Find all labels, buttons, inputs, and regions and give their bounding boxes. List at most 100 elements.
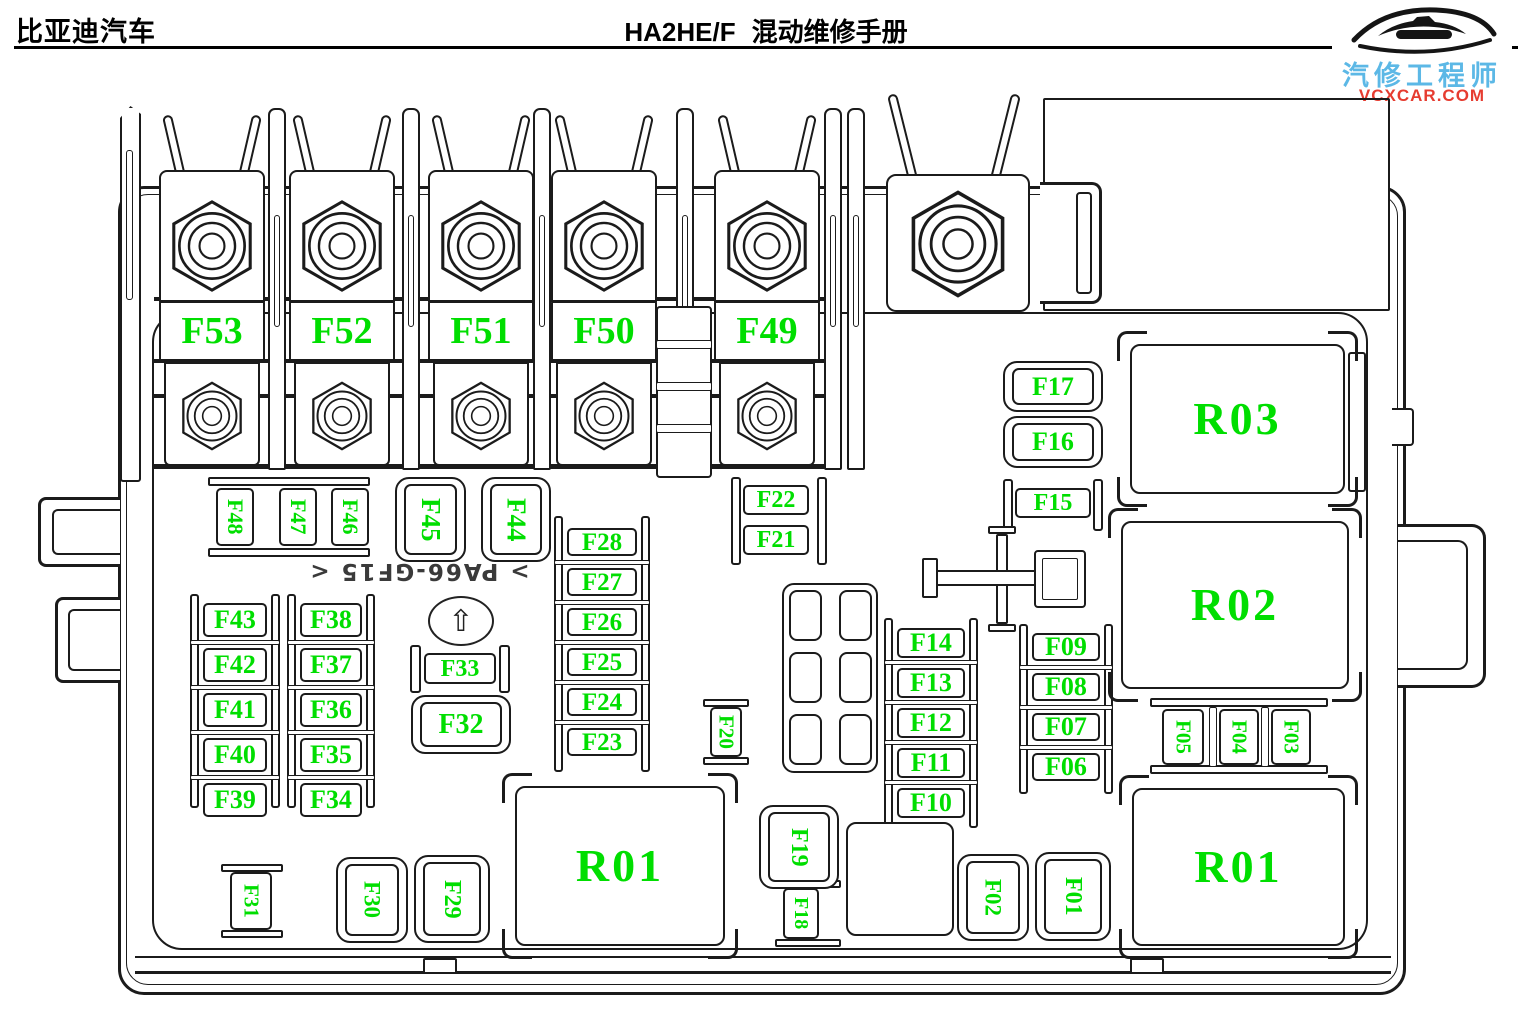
fuse-rail xyxy=(221,930,283,938)
fuse-rail-rung xyxy=(287,730,375,735)
bolt-terminal-icon xyxy=(574,381,634,451)
relay-corner-bracket xyxy=(1328,477,1358,507)
connector-hole xyxy=(789,590,822,641)
relay-R01_right: R01 xyxy=(1132,788,1345,946)
fuse-prong xyxy=(630,114,655,175)
fuse-rail xyxy=(410,645,421,693)
fuse-rail xyxy=(1150,698,1328,707)
fuse-F50: F50 xyxy=(551,301,657,361)
fuse-rail xyxy=(1209,707,1217,767)
case-foot xyxy=(1130,958,1164,974)
fuse-F36: F36 xyxy=(300,693,362,727)
fuse-rail xyxy=(1093,479,1103,531)
fuse-F44: F44 xyxy=(490,484,542,555)
bolt-terminal-icon xyxy=(441,200,521,292)
bolt-terminal-icon xyxy=(172,200,252,292)
fuse-rail-rung xyxy=(554,640,650,645)
bottom-line xyxy=(135,956,1391,958)
fuse-rail-rung xyxy=(884,660,978,665)
fuse-F29: F29 xyxy=(423,862,481,936)
solenoid-valve-body-inner xyxy=(1042,558,1078,600)
site-logo: 汽修工程师 VCXCAR.COM xyxy=(1322,0,1522,112)
fuse-F26: F26 xyxy=(567,608,637,636)
fuse-rail-rung xyxy=(190,730,280,735)
fuse-rail-rung xyxy=(884,780,978,785)
fuse-prong xyxy=(793,114,818,175)
fuse-rail xyxy=(884,618,893,828)
fuse-F11: F11 xyxy=(897,748,965,778)
connector-hole xyxy=(839,714,872,765)
fuse-prong xyxy=(430,114,455,175)
car-logo-icon xyxy=(1332,7,1512,54)
fuse-F53: F53 xyxy=(159,301,265,361)
fuse-F45: F45 xyxy=(404,484,457,555)
bolt-terminal-icon xyxy=(727,200,807,292)
terminal-bracket-bar xyxy=(1076,192,1092,294)
fuse-F19: F19 xyxy=(768,812,830,882)
empty-socket xyxy=(846,822,954,936)
fuse-F37: F37 xyxy=(300,648,362,682)
connector-strip-slot xyxy=(830,215,836,327)
connector-hole xyxy=(789,652,822,703)
mounting-tab-right-inner xyxy=(1398,540,1468,670)
fuse-prong xyxy=(291,114,316,175)
connector-strip-slot xyxy=(853,215,859,327)
fuse-F06: F06 xyxy=(1032,753,1100,781)
fuse-rail xyxy=(703,757,749,765)
fuse-prong xyxy=(553,114,578,175)
solenoid-valve-cap xyxy=(988,526,1016,534)
fuse-rail xyxy=(775,939,841,947)
relay-corner-bracket xyxy=(708,773,738,803)
fuse-rail xyxy=(221,864,283,872)
bolt-terminal-icon xyxy=(564,200,644,292)
solenoid-valve-end xyxy=(922,558,938,598)
fuse-rail-rung xyxy=(190,640,280,645)
fuse-F49: F49 xyxy=(714,301,820,361)
fuse-F43: F43 xyxy=(203,603,267,637)
case-top-cover-patch xyxy=(1046,178,1388,202)
fuse-F32: F32 xyxy=(420,702,502,747)
logo-site-text: VCXCAR.COM xyxy=(1358,86,1486,105)
fuse-F48: F48 xyxy=(216,488,254,546)
relay-R02: R02 xyxy=(1121,521,1349,689)
fuse-rail-rung xyxy=(884,700,978,705)
fuse-rail xyxy=(208,477,370,486)
fuse-rail-rung xyxy=(190,685,280,690)
fuse-F09: F09 xyxy=(1032,633,1100,661)
case-foot xyxy=(423,958,457,974)
mounting-step-right xyxy=(1392,408,1414,446)
fuse-rail xyxy=(208,548,370,557)
fuse-F40: F40 xyxy=(203,738,267,772)
logo-brand-text: 汽修工程师 xyxy=(1342,61,1502,91)
fuse-rail xyxy=(969,618,978,828)
connector-hole xyxy=(789,714,822,765)
fuse-rail-rung xyxy=(554,560,650,565)
mounting-tab-left-upper xyxy=(38,497,120,567)
relay-R01_left: R01 xyxy=(515,786,725,946)
fuse-F05: F05 xyxy=(1162,709,1204,765)
bus-bar xyxy=(154,464,840,469)
fuse-F02: F02 xyxy=(966,861,1020,934)
bolt-terminal-icon xyxy=(451,381,511,451)
relay-corner-bracket xyxy=(1328,775,1358,805)
fuse-F22: F22 xyxy=(743,485,809,515)
fuse-rail-rung xyxy=(1019,745,1113,750)
fuse-F20: F20 xyxy=(710,707,742,757)
connector-hole xyxy=(839,590,872,641)
fuse-prong xyxy=(368,114,393,175)
ladder-block xyxy=(656,306,712,478)
terminal-bracket xyxy=(1040,182,1102,304)
fuse-prong xyxy=(886,93,918,181)
fuse-prong xyxy=(161,114,186,175)
mounting-tab-left-lower xyxy=(55,597,120,683)
fuse-F42: F42 xyxy=(203,648,267,682)
fuse-rail xyxy=(190,594,199,808)
bolt-terminal-icon xyxy=(911,190,1005,298)
ladder-rung xyxy=(656,424,712,433)
relay-R03: R03 xyxy=(1130,344,1345,494)
fuse-F08: F08 xyxy=(1032,673,1100,701)
solenoid-valve-cap xyxy=(988,624,1016,632)
fuse-rail-rung xyxy=(1019,705,1113,710)
